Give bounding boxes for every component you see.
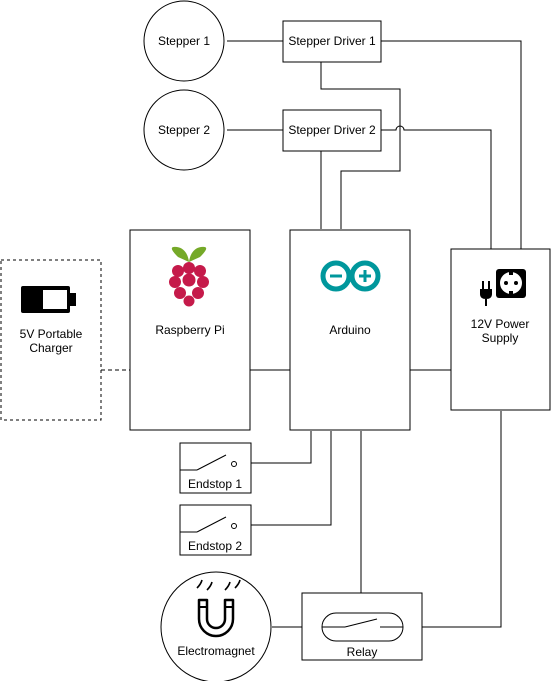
battery-icon [21,286,76,313]
endstop-1: Endstop 1 [179,442,252,494]
raspberry-pi-logo [169,246,209,307]
arduino-label: Arduino [329,323,371,337]
wire-driver1-arduino [320,62,401,229]
relay: Relay [301,592,423,661]
portable-charger: 5V Portable Charger [0,259,102,421]
stepper-driver-2-label: Stepper Driver 2 [288,123,376,137]
magnet-icon [196,579,241,638]
stepper-driver-1-label: Stepper Driver 1 [288,34,376,48]
wire-arduino-endstop2 [236,431,332,526]
charger-label-line2: Charger [29,341,72,355]
switch-icon [180,454,237,471]
electromagnet-label: Electromagnet [177,644,255,658]
stepper-1: Stepper 1 [143,0,225,82]
stepper-2-label: Stepper 2 [158,123,210,137]
stepper-2: Stepper 2 [143,89,225,171]
endstop-2-label: Endstop 2 [188,539,242,553]
stepper-driver-2: Stepper Driver 2 [282,109,382,152]
arduino: Arduino [289,229,411,431]
power-supply: 12V Power Supply [450,248,551,411]
wire-arduino-endstop1 [236,431,312,464]
raspberry-pi-label: Raspberry Pi [155,323,224,337]
psu-label-line1: 12V Power [471,317,530,331]
stepper-driver-1: Stepper Driver 1 [282,20,382,63]
wire-driver2-psu [381,125,492,249]
wire-driver1-psu [381,40,522,249]
wire-psu-relay [403,411,502,628]
electromagnet: Electromagnet [160,571,272,681]
relay-label: Relay [347,645,378,659]
charger-label-line1: 5V Portable [20,327,83,341]
endstop-1-label: Endstop 1 [188,477,242,491]
stepper-1-label: Stepper 1 [158,34,210,48]
psu-label-line2: Supply [482,331,519,345]
endstop-2: Endstop 2 [179,504,252,556]
switch-icon [180,516,237,533]
raspberry-pi: Raspberry Pi [129,229,251,431]
power-plug-socket-icon [480,269,526,306]
arduino-logo [320,260,381,292]
switch-icon [322,618,403,628]
